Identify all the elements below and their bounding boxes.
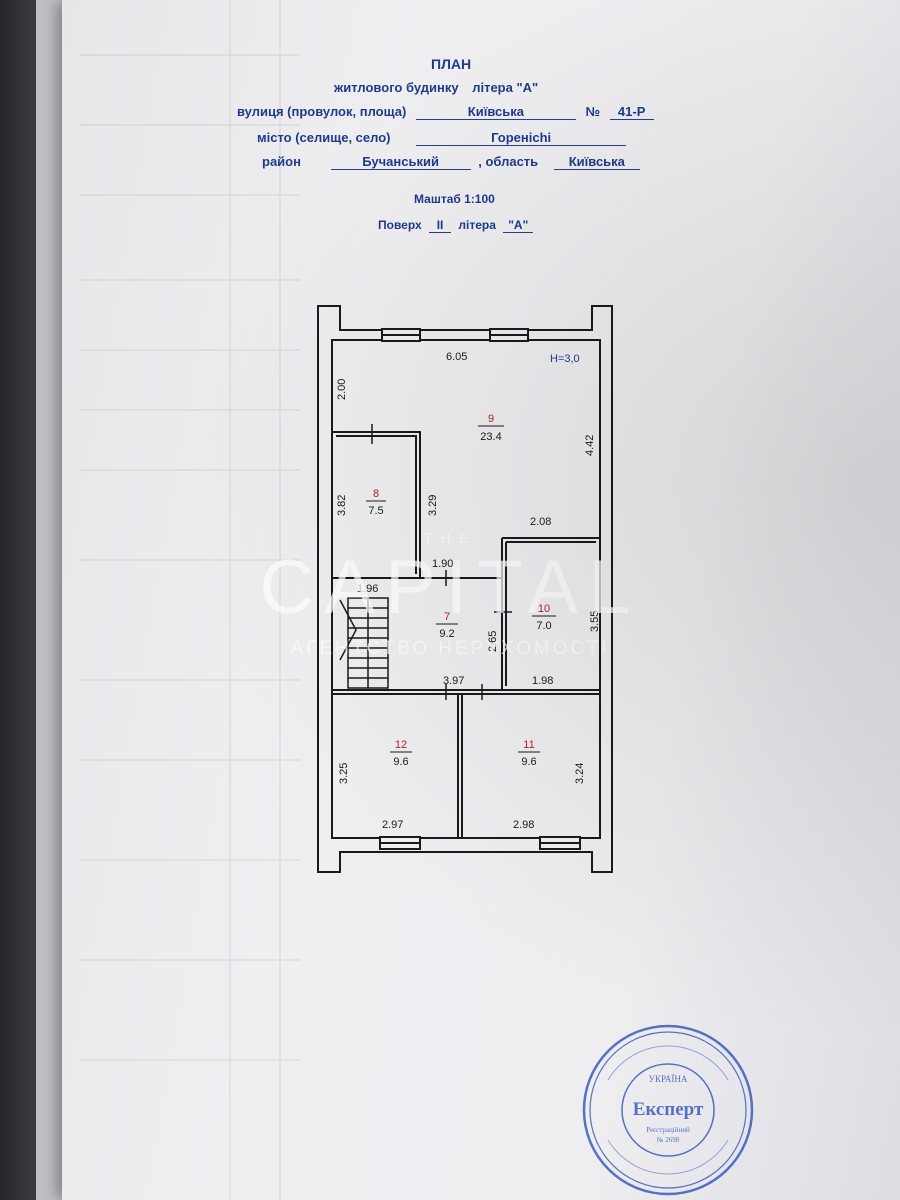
building-subtitle: житлового будинку літера "А" [334, 80, 538, 95]
room-9-area: 23.4 [480, 431, 501, 443]
expert-stamp: УКРАЇНА Експерт Реєстраційний № 2698 [582, 1024, 754, 1196]
scale-label: Маштаб 1:100 [414, 192, 495, 206]
dim-room10-right: 3.55 [589, 611, 601, 632]
room-8-number: 8 [373, 488, 379, 500]
room-10-walls [501, 537, 600, 691]
document-header: ПЛАН житлового будинку літера "А" вулиця… [0, 0, 900, 250]
district-label: район [262, 154, 301, 169]
dim-room12-left: 3.25 [338, 763, 350, 784]
dim-corridor-side: 2.65 [487, 631, 499, 652]
city-label: місто (селище, село) [257, 130, 391, 145]
city-line: місто (селище, село) Горенichі [257, 130, 627, 146]
region-label: , область [478, 154, 539, 169]
floor-value: II [429, 218, 452, 233]
dim-room9-bottom: 2.08 [530, 516, 551, 528]
floor-letter-value: "А" [503, 218, 534, 233]
floor-line: Поверх II літера "А" [378, 218, 534, 233]
dim-room8-left: 3.82 [336, 495, 348, 516]
room-12-area: 9.6 [393, 756, 408, 768]
plan-title: ПЛАН [431, 56, 472, 72]
floor-letter-label: літера [458, 218, 496, 232]
room-10-area: 7.0 [536, 620, 551, 632]
number-label: № [585, 104, 601, 119]
district-value: Бучанський [330, 154, 471, 170]
stamp-country: УКРАЇНА [649, 1074, 688, 1084]
dim-left-upper: 2.00 [336, 379, 348, 400]
city-value: Горенichі [416, 130, 627, 146]
room-7-area: 9.2 [439, 628, 454, 640]
back-side-show-through [80, 0, 300, 1200]
room-11-area: 9.6 [521, 756, 536, 768]
height-note: Н=3,0 [550, 353, 580, 365]
room-8-area: 7.5 [368, 505, 383, 517]
stamp-number: № 2698 [657, 1136, 680, 1144]
building-type: житлового будинку [334, 80, 459, 95]
dim-stair-top: 1.96 [357, 583, 378, 595]
stairs [339, 597, 389, 689]
room-11-12-divider [457, 694, 463, 838]
region-value: Київська [553, 154, 640, 170]
dim-room10-bottom: 1.98 [532, 675, 553, 687]
dim-right-upper: 4.42 [584, 435, 596, 456]
stamp-reg: Реєстраційний [646, 1126, 690, 1134]
document-page [62, 0, 900, 1200]
room-7-walls [332, 577, 600, 695]
house-number: 41-Р [609, 104, 654, 120]
dim-room8-right: 3.29 [427, 495, 439, 516]
street-line: вулиця (провулок, площа) Київська № 41-Р [237, 104, 654, 120]
dim-room11-bottom: 2.98 [513, 819, 534, 831]
dim-top-width: 6.05 [446, 351, 467, 363]
room-9-number: 9 [488, 413, 494, 425]
room-12-number: 12 [395, 739, 407, 751]
building-letter: літера "А" [472, 80, 539, 95]
room-11-number: 11 [523, 739, 534, 751]
dim-room11-right: 3.24 [574, 763, 586, 784]
dim-room12-bottom: 2.97 [382, 819, 403, 831]
door-marks [371, 424, 512, 700]
room-8-walls [332, 431, 421, 579]
room-10-number: 10 [538, 603, 550, 615]
stamp-center: Експерт [633, 1099, 704, 1120]
district-line: район Бучанський , область Київська [262, 154, 640, 170]
room-7-number: 7 [444, 611, 450, 623]
dim-corridor-bottom: 3.97 [443, 675, 464, 687]
street-value: Київська [415, 104, 576, 120]
floor-label: Поверх [378, 218, 422, 232]
street-label: вулиця (провулок, площа) [237, 104, 407, 119]
dim-corridor-top: 1.90 [432, 558, 453, 570]
